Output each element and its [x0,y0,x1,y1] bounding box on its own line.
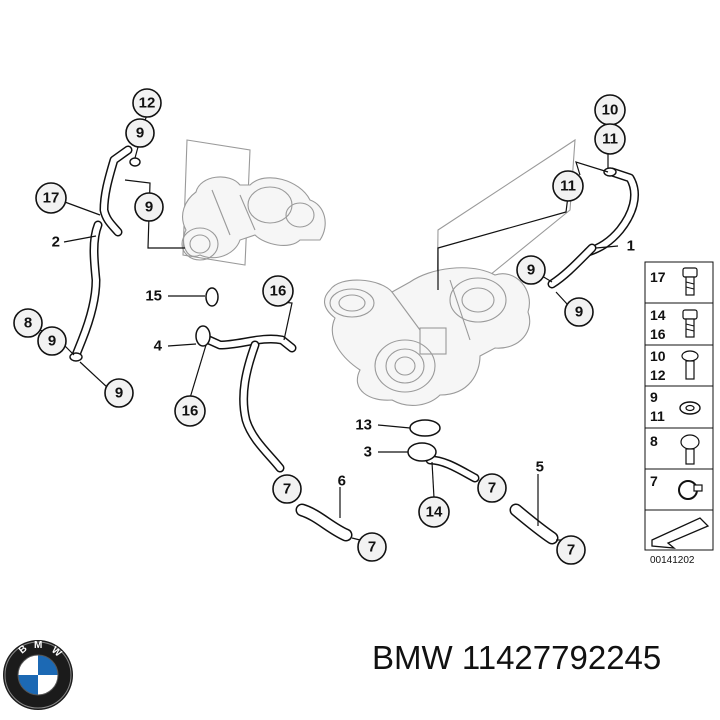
callout-7-d: 7 [556,535,586,565]
callout-16-low: 16 [174,395,206,427]
banjo-fitting [129,157,141,167]
svg-text:11: 11 [602,131,618,148]
label-13: 13 [355,417,372,434]
pipe-2 [71,145,133,360]
pipe-4 [195,331,297,473]
flange-3 [407,442,437,462]
pointer-arrow-icon [651,517,710,549]
callout-12: 12 [132,88,162,118]
callout-7-c: 7 [477,473,507,503]
gasket-13 [409,419,441,437]
callout-11-mid: 11 [552,170,584,202]
svg-text:9: 9 [527,262,535,279]
bmw-logo: B M W [3,640,73,710]
label-15: 15 [145,288,162,305]
label-5: 5 [536,459,544,476]
svg-text:M: M [34,640,42,651]
hose-6 [295,503,353,542]
flange-4 [195,325,211,347]
callout-8: 8 [13,308,43,338]
legend-row-4-label-a: 9 [650,389,658,405]
bolt-icon [682,309,698,338]
callout-16-mid: 16 [262,275,294,307]
bolt-icon [682,267,698,296]
callout-14: 14 [418,496,450,528]
callout-7-a: 7 [272,474,302,504]
svg-text:16: 16 [182,403,199,420]
svg-text:17: 17 [43,190,60,207]
callout-9-box: 9 [134,192,164,222]
legend-row-4-label-b: 11 [650,408,665,424]
banjo-fitting-lower [69,352,83,362]
svg-text:7: 7 [488,480,496,497]
part-number-caption: BMW 11427792245 [372,639,662,676]
svg-text:9: 9 [48,333,56,350]
svg-text:8: 8 [24,315,32,332]
legend-row-2-label-a: 14 [650,307,666,323]
turbocharger-small-drawing [181,139,326,266]
parts-legend: 17 14 16 10 12 9 11 8 7 [644,261,714,566]
svg-text:9: 9 [575,304,583,321]
svg-text:9: 9 [145,199,153,216]
leader-lines [39,112,619,541]
callout-11-top: 11 [594,123,626,155]
svg-text:11: 11 [560,178,576,195]
label-1: 1 [627,238,635,255]
callout-7-b: 7 [357,532,387,562]
callout-9-left-mid: 9 [37,326,67,356]
gasket-15 [205,287,219,307]
hose-clamp-icon [678,480,703,500]
legend-row-3-label-b: 12 [650,367,666,383]
banjo-bolt-icon [681,350,699,380]
label-3: 3 [364,444,372,461]
callout-9-right-b: 9 [564,297,594,327]
callout-9-left-bot: 9 [104,378,134,408]
svg-text:16: 16 [270,283,287,300]
legend-row-1-label: 17 [650,269,666,285]
turbocharger-large-drawing [324,138,576,406]
legend-row-6-label: 7 [650,473,658,489]
svg-text:14: 14 [426,504,443,521]
svg-text:7: 7 [368,539,376,556]
pipe-3 [425,455,480,483]
svg-text:10: 10 [602,102,619,119]
callout-9-top: 9 [125,118,155,148]
label-6: 6 [338,473,346,490]
callout-17: 17 [35,182,67,214]
legend-row-3-label-a: 10 [650,348,666,364]
part-labels: 2 15 4 1 13 3 6 5 [52,234,635,490]
svg-text:12: 12 [139,95,156,112]
label-4: 4 [154,338,163,355]
svg-text:9: 9 [136,125,144,142]
seal-ring-icon [679,401,701,415]
svg-text:7: 7 [283,481,291,498]
legend-row-2-label-b: 16 [650,326,666,342]
callouts: 12 9 9 17 8 9 9 16 16 10 11 11 9 9 14 7 … [13,88,626,565]
svg-text:9: 9 [115,385,123,402]
svg-text:7: 7 [567,542,575,559]
label-2: 2 [52,234,60,251]
diagram-ref: 00141202 [650,555,695,566]
legend-row-5-label: 8 [650,433,658,449]
hose-5 [509,503,559,545]
banjo-fitting-right [603,167,617,177]
callout-10: 10 [594,94,626,126]
callout-9-right-a: 9 [516,255,546,285]
hollow-bolt-icon [680,434,700,465]
